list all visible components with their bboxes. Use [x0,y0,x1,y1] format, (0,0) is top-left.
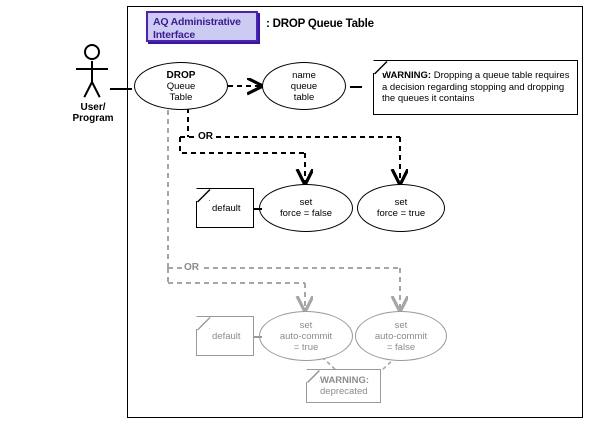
usecase-drop-queue-table[interactable]: DROP Queue Table [134,62,228,110]
usecase-drop-queue-table-line1: DROP [166,69,196,81]
note-warning-rest: Dropping a queue table requires a decisi… [382,70,570,104]
actor-label-line1: User/ [80,102,106,113]
system-boundary-box [127,6,583,418]
actor-association-line [110,88,132,90]
aq-administrative-interface-badge[interactable]: AQ Administrative Interface [146,11,258,42]
actor-arms-icon [76,68,108,70]
actor-body-icon [91,61,93,83]
or-label-lower: OR [182,262,201,273]
note-default-force: default [196,188,254,228]
note-default-auto-commit-text: default [212,331,241,342]
note-default-auto-commit: default [196,316,254,356]
note-default-grey-fold-line-icon [197,317,211,331]
page-title: : DROP Queue Table [266,18,374,30]
actor-leg-right-icon [91,81,101,98]
usecase-set-auto-commit-false-line2: auto-commit [374,330,428,342]
note-default-force-text: default [212,203,241,214]
note-default-fold-line-icon [197,189,211,203]
note-warning-drop-queue-table: WARNING: Dropping a queue table requires… [373,60,578,115]
actor-head-icon [84,44,100,60]
usecase-name-queue-table-line2: queue [290,80,318,92]
anchor-default-to-force-false [254,208,262,210]
or-label-upper: OR [196,131,215,142]
note-deprecated-bold: WARNING: [320,375,370,386]
usecase-set-auto-commit-true-line2: auto-commit [279,330,333,342]
usecase-name-queue-table-line3: table [293,91,315,103]
actor-label: User/Program [56,102,130,124]
usecase-set-auto-commit-true-line1: set [299,319,313,331]
usecase-set-force-true[interactable]: set force = true [357,184,445,232]
usecase-set-auto-commit-false-line1: set [394,319,408,331]
actor-label-line2: Program [72,113,114,124]
usecase-set-auto-commit-false[interactable]: set auto-commit = false [355,311,447,361]
note-warning-text: WARNING: Dropping a queue table requires… [374,61,577,105]
usecase-set-auto-commit-true-line3: = true [293,341,319,353]
usecase-drop-queue-table-line3: Table [169,91,193,103]
usecase-set-force-false[interactable]: set force = false [259,184,353,232]
usecase-set-auto-commit-false-line3: = false [386,341,416,353]
anchor-default-to-auto-commit-true [254,336,262,338]
usecase-drop-queue-table-line2: Queue [166,80,196,92]
usecase-name-queue-table-line1: name [292,69,316,81]
note-warning-deprecated-text: WARNING: deprecated [307,370,380,397]
usecase-set-force-false-line1: set [299,197,313,208]
anchor-name-to-warning [350,86,362,88]
usecase-set-auto-commit-true[interactable]: set auto-commit = true [259,311,353,361]
usecase-set-force-true-line1: set [394,197,408,208]
actor-user-program: User/Program [62,44,124,124]
usecase-name-queue-table[interactable]: name queue table [262,62,346,110]
note-fold-line-icon [374,61,388,75]
note-warning-deprecated: WARNING: deprecated [306,369,381,403]
note-deprecated-fold-line-icon [307,370,320,383]
note-warning-bold: WARNING: [382,70,432,81]
usecase-set-force-false-line2: force = false [279,208,332,219]
note-deprecated-rest: deprecated [320,386,368,397]
usecase-set-force-true-line2: force = true [376,208,426,219]
aq-administrative-interface-label: AQ Administrative Interface [153,16,241,41]
